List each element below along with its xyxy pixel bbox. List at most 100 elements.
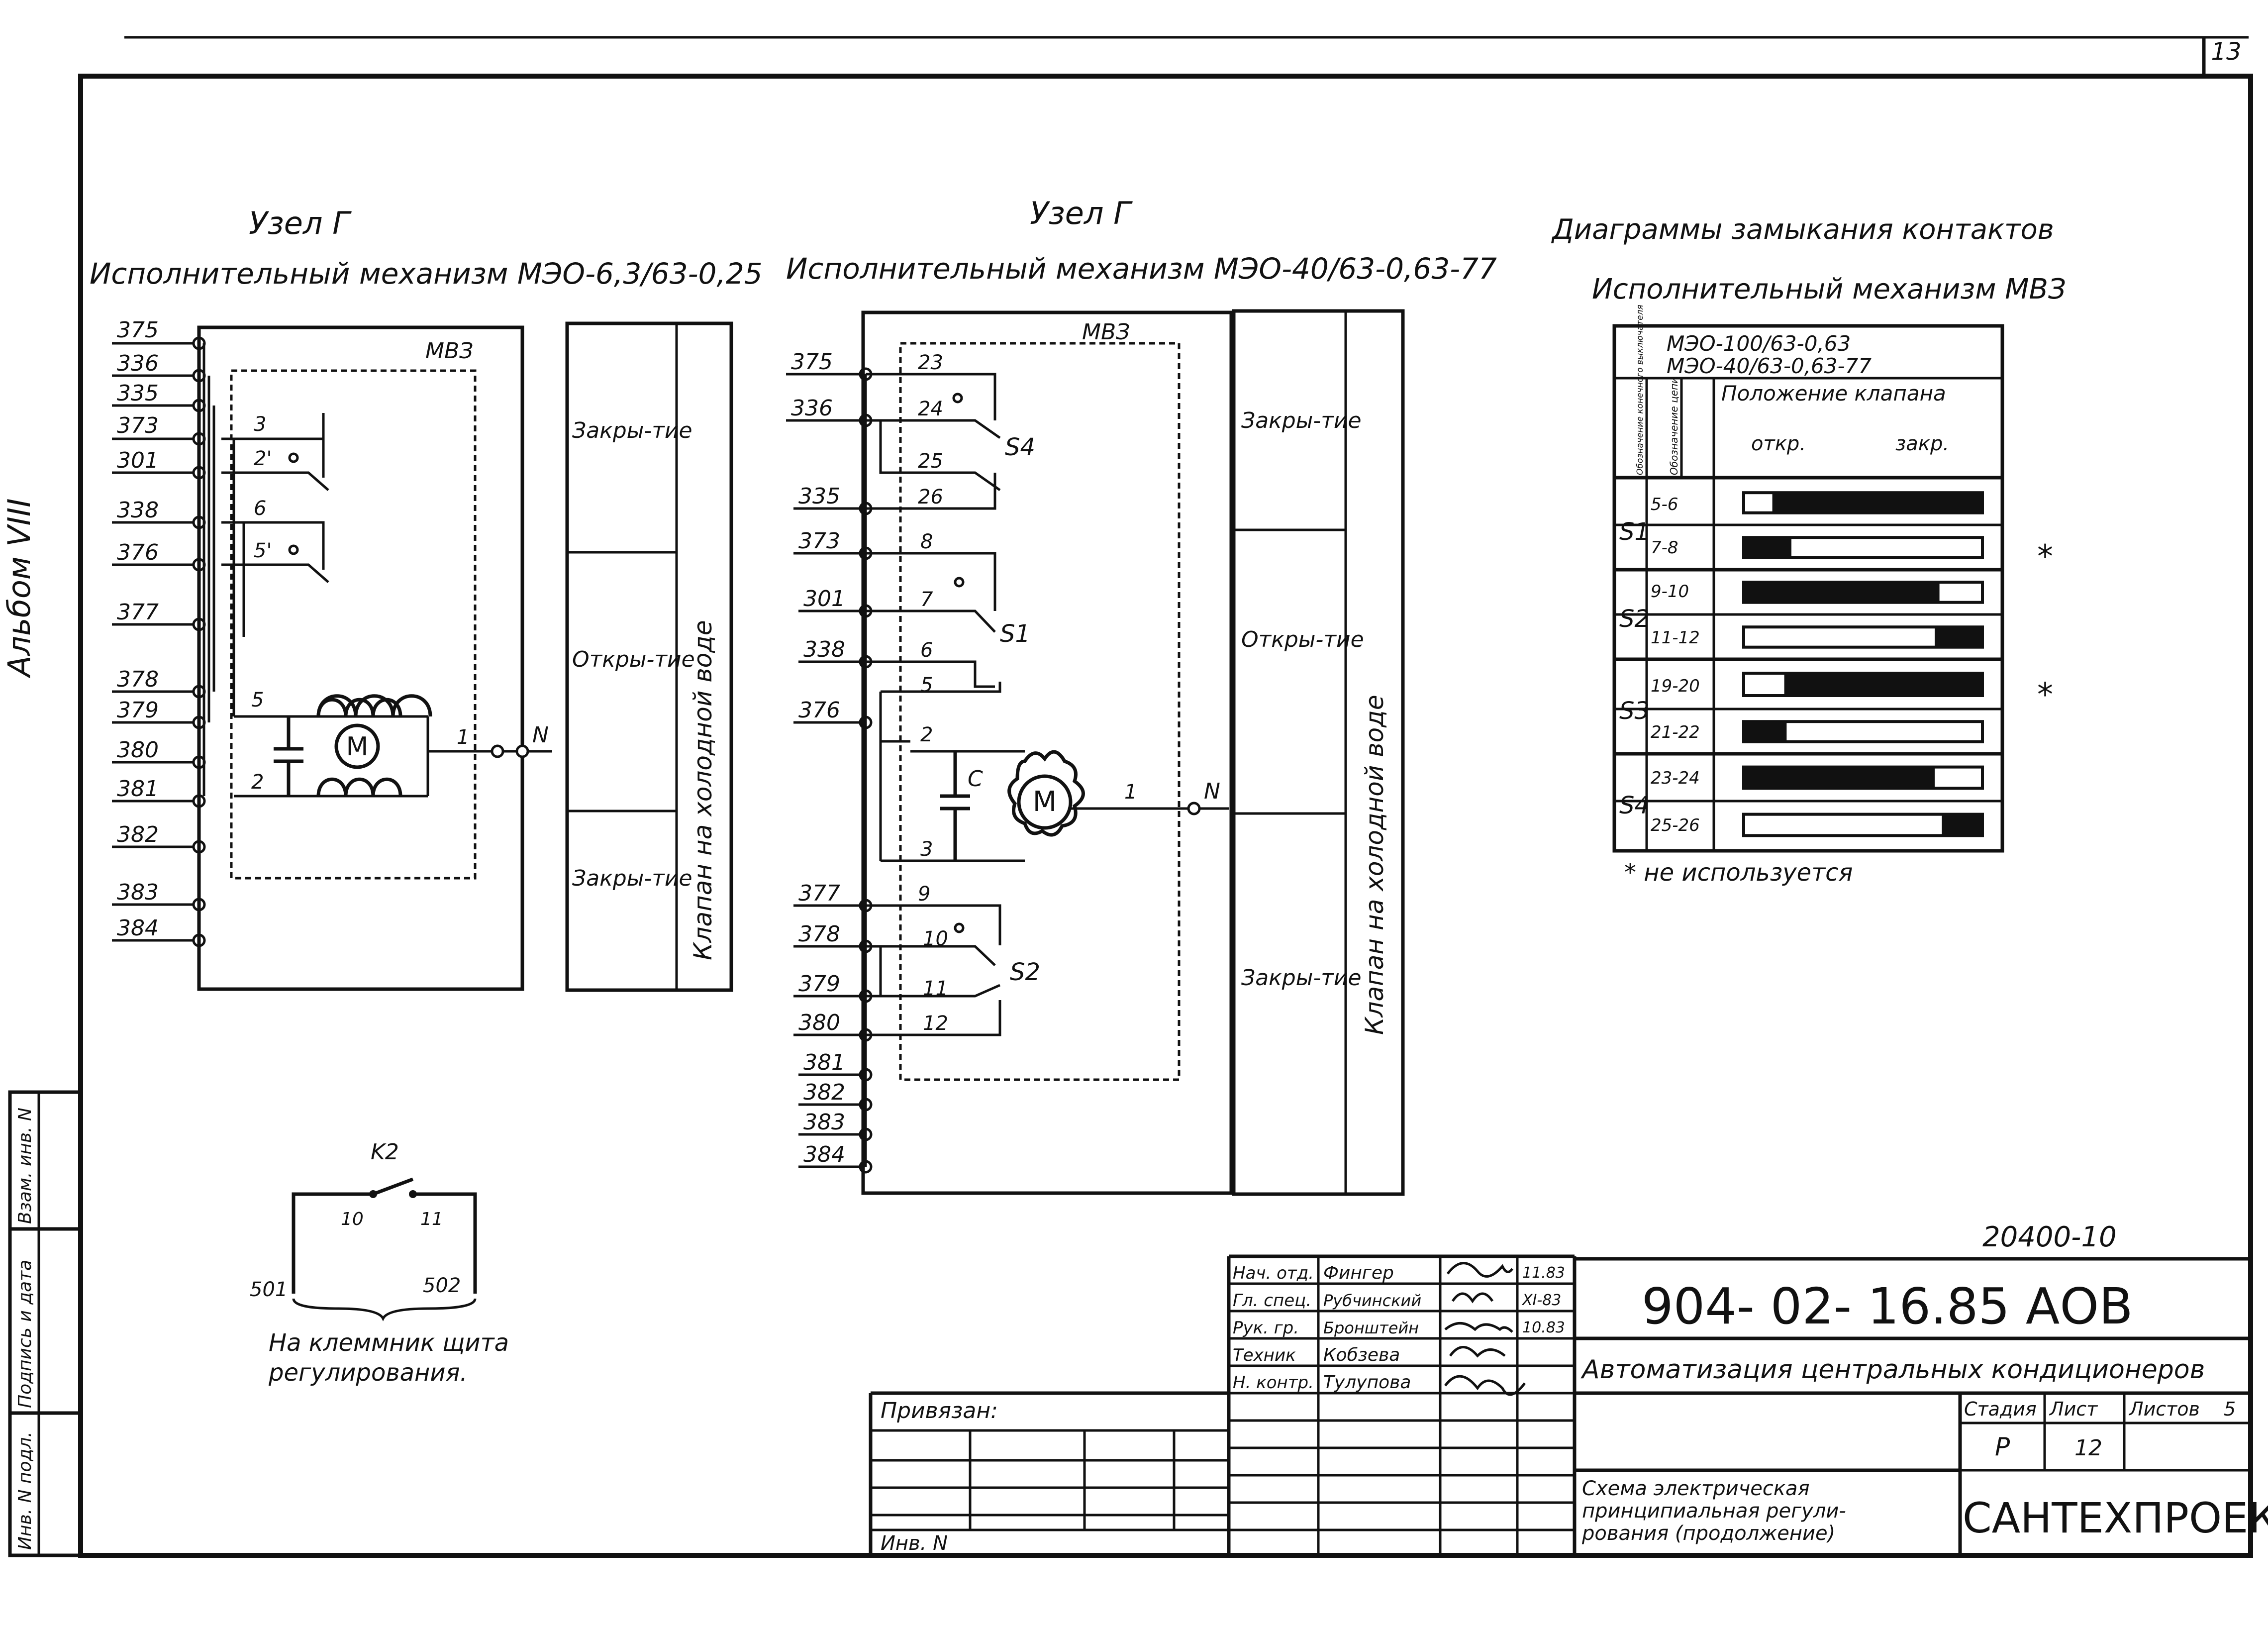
middle-terminal-373: 373 (798, 528, 840, 554)
middle-terminal-375: 375 (791, 349, 833, 375)
left-motor-label: M (346, 732, 369, 762)
left-scheme: Узел Г Исполнительный механизм МЭО-6,3/6… (90, 205, 763, 992)
middle-terminal-383: 383 (803, 1110, 845, 1135)
left-terminal-383: 383 (117, 880, 159, 905)
side-strip: Инв. N подл. Подпись и дата Взам. инв. N (8, 1090, 83, 1557)
middle-mode-table (1232, 309, 1405, 1196)
middle-contact-9: 9 (918, 883, 930, 906)
middle-contact-26: 26 (918, 486, 943, 508)
left-terminal-379: 379 (117, 698, 159, 723)
middle-contact-6: 6 (920, 639, 933, 662)
circuit-21-22: 21-22 (1651, 722, 1700, 742)
left-motor-terminal-1: 1 (457, 726, 469, 749)
left-contact-5prime: 5' (254, 539, 272, 562)
circuit-11-12: 11-12 (1651, 628, 1700, 648)
middle-switch-s4: S4 (1005, 433, 1035, 461)
sheet-header: Лист (2049, 1398, 2098, 1420)
k2-block: K2 10 11 501 502 На клеммник щита регули… (250, 1139, 509, 1387)
contact-diagram: Диаграммы замыкания контактов Исполнител… (1551, 213, 2066, 887)
col-circuit-header: Обозначение цепи (1668, 377, 1680, 475)
k2-caption-line-1: На клеммник щита (269, 1329, 509, 1357)
middle-switch-s2: S2 (1010, 958, 1040, 986)
k2-wire-501: 501 (250, 1278, 288, 1301)
middle-terminal-338: 338 (803, 637, 845, 662)
k2-caption-line-2: регулирования. (268, 1359, 468, 1387)
middle-neutral-label: N (1204, 779, 1220, 804)
middle-valve-label: Клапан на холодной воде (1360, 695, 1389, 1035)
circuit-25-26: 25-26 (1651, 815, 1700, 835)
middle-contact-25: 25 (918, 450, 943, 473)
closure-bars: ** (1742, 491, 2053, 837)
switch-s3: S3 (1619, 697, 1650, 725)
middle-contact-23: 23 (918, 351, 943, 374)
middle-terminals: 375 336 335 373 301 338 376 377 378 379 … (786, 349, 873, 1174)
switch-s4: S4 (1619, 792, 1650, 819)
left-node-title: Узел Г (249, 205, 352, 241)
description-line-1: Схема электрическая (1582, 1477, 1810, 1500)
stamp-number: 20400-10 (1982, 1221, 2117, 1253)
closure-bar-fill (1744, 582, 1940, 603)
left-mode-open: Откры-тие (572, 647, 695, 672)
closure-bar-fill (1744, 721, 1787, 742)
staff-name-4: Кобзева (1323, 1345, 1400, 1365)
side-code: Альбом VIII (1, 499, 37, 679)
model-line-2: МЭО-40/63-0,63-77 (1667, 354, 1872, 378)
k2-label: K2 (371, 1139, 399, 1165)
inv-no-label: Инв. N (881, 1532, 948, 1555)
closed-label: закр. (1895, 432, 1949, 455)
unused-asterisk: * (2037, 539, 2053, 576)
contact-diagram-rows: S1 S2 S3 S4 5-6 7-8 9-10 11-12 19-20 21-… (1614, 491, 2053, 837)
position-header: Положение клапана (1721, 381, 1946, 406)
left-contact-2prime: 2' (254, 447, 272, 470)
circuit-23-24: 23-24 (1651, 768, 1700, 788)
middle-switch-s1: S1 (1000, 620, 1030, 648)
circuit-9-10: 9-10 (1651, 582, 1689, 602)
k2-pin-11: 11 (420, 1209, 443, 1229)
side-strip-replace-label: Взам. инв. N (15, 1108, 35, 1224)
left-contact-2: 2 (251, 771, 264, 794)
left-terminal-376: 376 (117, 540, 159, 565)
middle-mvz-box (899, 342, 1181, 1081)
sheet-frame: 13 Альбом VIII (1, 36, 2253, 1558)
left-contact-6: 6 (254, 497, 266, 520)
stage-header: Стадия (1964, 1398, 2037, 1420)
left-terminal-382: 382 (117, 822, 159, 847)
middle-contact-5: 5 (920, 674, 933, 697)
contact-diagram-title: Диаграммы замыкания контактов (1551, 213, 2054, 246)
left-terminal-381: 381 (117, 776, 159, 802)
switch-s2: S2 (1619, 605, 1650, 633)
left-valve-label: Клапан на холодной воде (689, 620, 717, 960)
middle-contact-2: 2 (920, 723, 933, 746)
left-contact-5: 5 (251, 689, 264, 711)
contact-diagram-footnote: * не используется (1624, 859, 1853, 887)
left-outer-box (197, 325, 524, 991)
middle-scheme: Узел Г Исполнительный механизм МЭО-40/63… (786, 195, 1497, 1196)
staff-name-2: Рубчинский (1323, 1291, 1421, 1310)
sheets-header: Листов (2128, 1398, 2200, 1420)
staff-role-4: Техник (1233, 1345, 1296, 1365)
left-terminal-380: 380 (117, 737, 159, 763)
closure-bar-fill (1784, 673, 1982, 696)
closure-bar-fill (1935, 627, 1982, 647)
staff-role-2: Гл. спец. (1233, 1291, 1311, 1311)
middle-terminal-380: 380 (798, 1010, 840, 1035)
middle-motor-terminal-1: 1 (1124, 781, 1137, 804)
closure-bar-fill (1744, 537, 1791, 558)
circuit-19-20: 19-20 (1651, 676, 1700, 696)
col-switch-header: Обозначение конечного выключателя (1635, 305, 1645, 475)
left-mode-close-1: Закры-тие (572, 418, 692, 443)
staff-date-1: 11.83 (1522, 1264, 1565, 1282)
description-line-2: принципиальная регули- (1582, 1500, 1846, 1523)
middle-terminal-336: 336 (791, 396, 833, 421)
left-mvz-label: МВЗ (425, 338, 473, 364)
middle-terminal-378: 378 (798, 921, 840, 947)
middle-terminal-384: 384 (803, 1142, 845, 1167)
k2-wire-502: 502 (423, 1274, 461, 1297)
middle-terminal-379: 379 (798, 971, 840, 997)
staff-name-5: Тулупова (1323, 1372, 1411, 1393)
staff-role-5: Н. контр. (1233, 1373, 1314, 1393)
middle-mode-close-2: Закры-тие (1241, 965, 1362, 991)
left-motor (334, 723, 380, 769)
left-mode-close-2: Закры-тие (572, 866, 692, 891)
